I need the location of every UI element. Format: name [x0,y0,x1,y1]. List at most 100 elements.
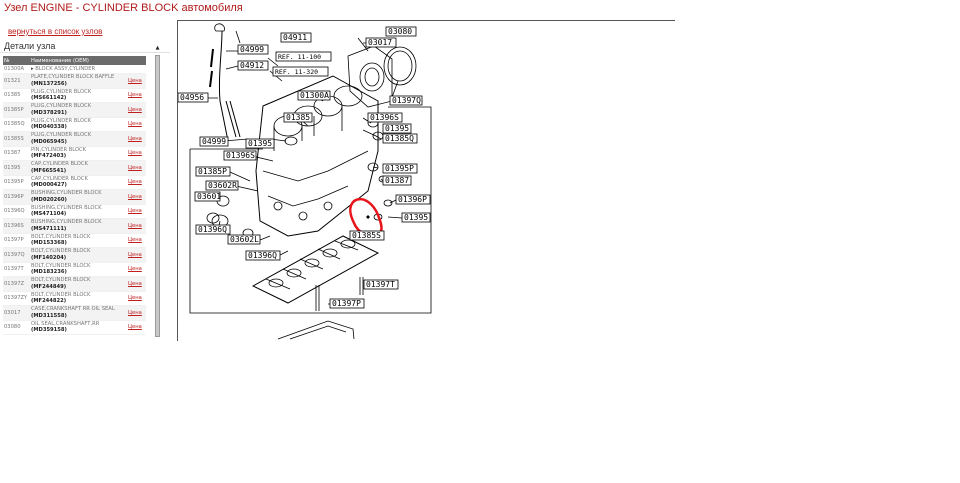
part-number-cell: 01385 [3,88,30,103]
oem-part-number: (MF244822) [31,298,67,305]
part-name-cell: BOLT,CYLINDER BLOCK(MD183236) [30,262,127,277]
callout-01395-upper: 01395 [385,124,409,133]
part-name: BOLT,CYLINDER BLOCK [31,262,91,269]
part-name-cell: OIL SEAL,CRANKSHAFT,RR(MD359158) [30,320,127,335]
callout-01385s: 01385S [352,231,381,240]
price-cell: Цена [127,131,146,147]
parts-scrollbar[interactable]: ▲ [154,45,161,341]
callout-01397q: 01397Q [392,96,421,105]
section-divider [0,52,170,53]
part-number-cell: 01396P [3,189,30,205]
callout-01385: 01385 [286,113,310,122]
price-cell: Цена [127,102,146,118]
parts-table: № Наименование (OEM) 01300A▸ BLOCK ASSY,… [3,56,146,335]
oem-part-number: (MD359158) [31,327,67,334]
price-link[interactable]: Цена [128,324,142,330]
part-number-cell: 01385S [3,131,30,147]
oem-part-number: (MS471111) [31,225,67,232]
price-link[interactable]: Цена [128,106,142,113]
oem-part-number: (MF140204) [31,254,67,261]
page-title: Узел ENGINE - CYLINDER BLOCK автомобиля [4,2,243,14]
price-link[interactable]: Цена [128,309,142,316]
callout-01396p: 01396P [398,195,427,204]
part-number-cell: 01397Q [3,247,30,263]
part-name: PLUG,CYLINDER BLOCK [31,117,92,124]
part-number-cell: 01397T [3,262,30,277]
back-to-list-link[interactable]: вернуться в список узлов [8,27,103,36]
part-name-cell: BOLT,CYLINDER BLOCK(MF244849) [30,276,127,292]
scroll-up-arrow-icon[interactable]: ▲ [155,45,160,51]
price-link[interactable]: Цена [128,295,142,301]
price-link[interactable]: Цена [128,266,142,272]
part-number-cell: 01321 [3,73,30,89]
price-link[interactable]: Цена [128,164,142,171]
oem-part-number: (MD378291) [31,109,67,116]
part-number-cell: 01300A [3,65,30,74]
callout-01387: 01387 [385,176,409,185]
callout-01395-right: 01395 [404,213,428,222]
table-row: 01300A▸ BLOCK ASSY,CYLINDER [3,65,146,74]
price-link[interactable]: Цена [128,251,142,258]
column-header-number: № [3,56,30,65]
price-link[interactable]: Цена [128,222,142,229]
part-name: BUSHING,CYLINDER BLOCK [31,204,102,211]
price-cell: Цена [127,189,146,205]
part-number-cell: 01385Q [3,117,30,132]
part-name-cell: PLUG,CYLINDER BLOCK(MD065945) [30,131,127,147]
price-link[interactable]: Цена [128,92,142,98]
part-number-cell: 01396S [3,218,30,234]
price-link[interactable]: Цена [128,179,142,185]
part-name: BUSHING,CYLINDER BLOCK [31,219,102,226]
part-name-cell: BOLT,CYLINDER BLOCK(MF140204) [30,247,127,263]
price-cell: Цена [127,276,146,292]
oem-part-number: (MF472403) [31,153,67,160]
callout-01396s-left: 01396S [226,151,255,160]
part-name: PIN,CYLINDER BLOCK [31,146,87,153]
part-name-cell: PIN,CYLINDER BLOCK(MF472403) [30,146,127,161]
price-link[interactable]: Цена [128,135,142,142]
part-number-cell: 01396Q [3,204,30,219]
oem-part-number: (MS471104) [31,211,67,218]
price-link[interactable]: Цена [128,280,142,287]
part-number-cell: 01395 [3,160,30,176]
oem-part-number: (MD020260) [31,196,67,203]
oem-part-number: (MS661142) [31,95,67,102]
price-link[interactable]: Цена [128,150,142,156]
price-cell: Цена [127,88,146,103]
price-cell: Цена [127,146,146,161]
part-number-cell: 01395P [3,175,30,190]
price-link[interactable]: Цена [128,208,142,214]
price-link[interactable]: Цена [128,121,142,127]
price-cell [127,65,146,74]
callout-04956: 04956 [180,93,204,102]
callout-01395p: 01395P [385,164,414,173]
column-header-name: Наименование (OEM) [30,56,127,65]
price-link[interactable]: Цена [128,193,142,200]
callout-04912: 04912 [240,61,264,70]
callout-01396s-right: 01396S [370,113,399,122]
part-number-cell: 01397Z [3,276,30,292]
part-name-cell: BUSHING,CYLINDER BLOCK(MS471111) [30,218,127,234]
price-cell: Цена [127,291,146,306]
part-name-cell: CASE,CRANKSHAFT RR OIL SEAL(MD311558) [30,305,127,321]
expand-arrow-icon[interactable]: ▸ [31,65,36,72]
part-name: BOLT,CYLINDER BLOCK [31,277,91,284]
part-number-cell: 01385P [3,102,30,118]
price-link[interactable]: Цена [128,77,142,84]
callout-04999-top: 04999 [240,45,264,54]
scroll-thumb[interactable] [155,55,160,337]
part-name: CAP,CYLINDER BLOCK [31,175,88,182]
part-name: BOLT,CYLINDER BLOCK [31,248,91,255]
oem-part-number: (MF665541) [31,167,67,174]
part-name: BLOCK ASSY,CYLINDER [35,65,96,72]
price-cell: Цена [127,262,146,277]
price-link[interactable]: Цена [128,237,142,243]
